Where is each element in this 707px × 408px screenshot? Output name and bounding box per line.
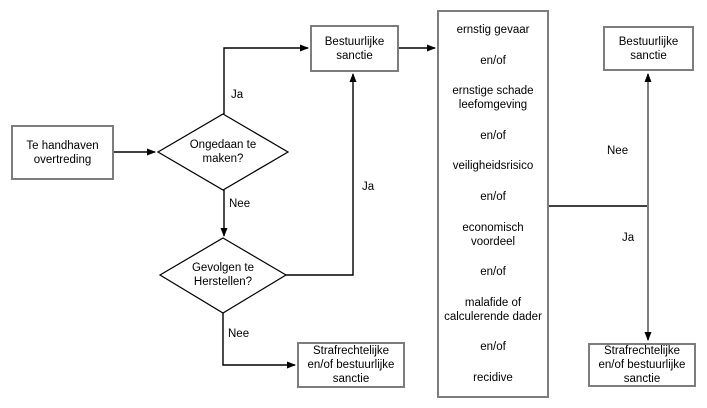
- admin-sanction-mid-label: Bestuurlijke sanctie: [324, 35, 385, 62]
- criteria-item: veiligheidsrisico: [452, 160, 534, 173]
- edge-label-nee-right: Nee: [606, 144, 630, 158]
- criteria-item: economisch voordeel: [462, 221, 524, 248]
- start-node: Te handhaven overtreding: [11, 125, 114, 180]
- start-node-label: Te handhaven overtreding: [26, 139, 99, 166]
- decision-restore-label: Gevolgen te Herstellen?: [191, 262, 254, 288]
- edge-decision1-ja: [223, 44, 309, 114]
- criteria-item: ernstige schade leefomgeving: [452, 85, 534, 112]
- criminal-sanction-mid-label: Strafrechtelijke en/of bestuurlijke sanc…: [307, 345, 395, 385]
- edge-label-ja-right: Ja: [621, 231, 636, 245]
- admin-sanction-mid-node: Bestuurlijke sanctie: [310, 25, 399, 72]
- criteria-item: en/of: [480, 266, 506, 279]
- criteria-item: en/of: [480, 54, 506, 67]
- edge-label-nee-bottom: Nee: [227, 327, 251, 341]
- decision-undo-label: Ongedaan te maken?: [189, 139, 257, 165]
- edge-label-nee-mid: Nee: [228, 197, 252, 211]
- criteria-item: en/of: [480, 190, 506, 203]
- criteria-item: malafide of calculerende dader: [444, 296, 542, 323]
- criminal-sanction-mid-node: Strafrechtelijke en/of bestuurlijke sanc…: [297, 342, 405, 388]
- criteria-item: en/of: [480, 341, 506, 354]
- criteria-node: ernstig gevaar en/of ernstige schade lee…: [437, 10, 549, 398]
- admin-sanction-right-node: Bestuurlijke sanctie: [603, 26, 694, 71]
- admin-sanction-right-label: Bestuurlijke sanctie: [618, 35, 679, 62]
- edge-decision2-ja: [286, 73, 357, 276]
- criteria-item: en/of: [480, 129, 506, 142]
- criteria-item: ernstig gevaar: [456, 24, 530, 36]
- decision-undo-diamond: [156, 113, 290, 191]
- criminal-sanction-right-label: Strafrechtelijke en/of bestuurlijke sanc…: [598, 345, 686, 385]
- criteria-item: recidive: [473, 371, 513, 384]
- criminal-sanction-right-node: Strafrechtelijke en/of bestuurlijke sanc…: [588, 343, 696, 387]
- decision-restore-diamond: [158, 237, 288, 314]
- edge-label-ja-top: Ja: [230, 88, 245, 102]
- edge-label-ja-up: Ja: [361, 180, 376, 194]
- edge-decision2-nee: [222, 313, 296, 369]
